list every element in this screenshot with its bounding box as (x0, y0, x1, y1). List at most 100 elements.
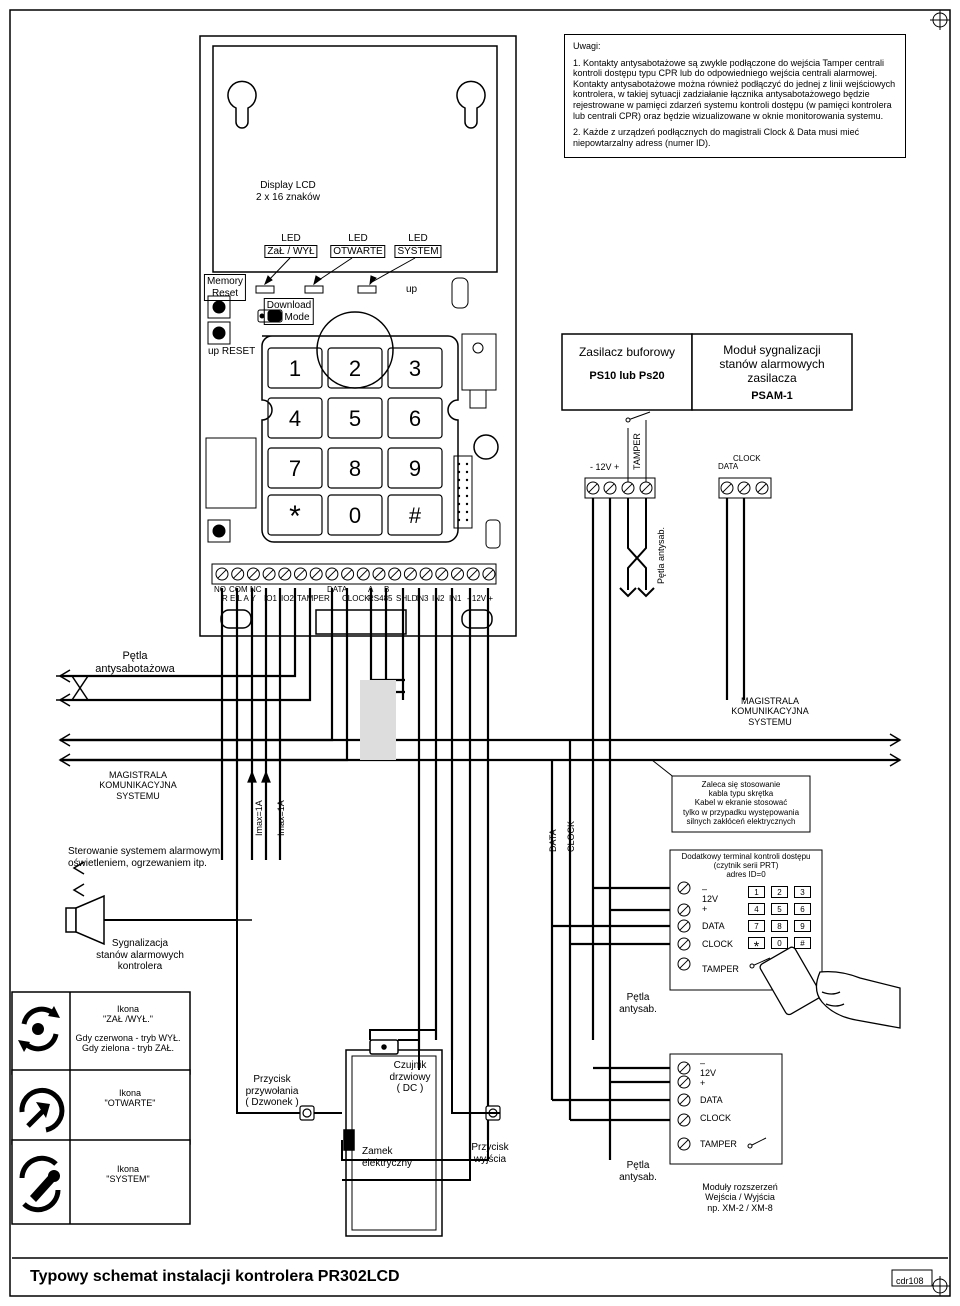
siren-symbol (65, 894, 252, 946)
psu-model: PS10 lub Ps20 (589, 370, 665, 382)
memory-reset-buttons (205, 295, 257, 543)
imax-label-1: Imax=1A (254, 800, 264, 836)
prt-plus: + (702, 904, 708, 914)
term-in1: IN1 (449, 594, 462, 603)
prt-clock: CLOCK (702, 939, 734, 949)
imax-label-2: Imax=1A (276, 800, 286, 836)
term-in3: IN3 (416, 594, 429, 603)
prt-key-3: 3 (794, 886, 811, 898)
prt-key-8: 8 (771, 920, 788, 932)
term-in2: IN2 (432, 594, 445, 603)
keypad-outline (261, 335, 459, 543)
diagram-title: Typowy schemat instalacji kontrolera PR3… (30, 1268, 400, 1285)
clock-vertical-label: CLOCK (566, 820, 576, 852)
prt-key-5: 5 (771, 903, 788, 915)
term-b: B (384, 585, 390, 594)
xm-plus: + (700, 1078, 706, 1088)
key-7: 7 (288, 456, 302, 481)
psu-voltage: - 12V + (590, 462, 620, 472)
hand-card-illustration (759, 946, 901, 1029)
up-components (451, 277, 501, 549)
xm-tamper: TAMPER (700, 1139, 737, 1149)
term-data: DATA (327, 585, 348, 594)
prt-data: DATA (702, 921, 725, 931)
xm-data: DATA (700, 1095, 723, 1105)
xm-12v: 12V (700, 1068, 717, 1078)
prt-key-star: * (748, 937, 765, 954)
page-frame (9, 9, 951, 1297)
loop-arrows (56, 669, 902, 767)
key-9: 9 (408, 456, 422, 481)
prt-terminal-title: Dodatkowy terminal kontroli dostępu(czyt… (681, 852, 811, 880)
controller-terminal-strip (211, 563, 497, 585)
notes-heading: Uwagi: (573, 41, 601, 51)
term-nc: NC (250, 585, 262, 594)
psam-clock: CLOCK (733, 454, 761, 463)
imax-arrows (247, 770, 271, 783)
prt-minus: – (702, 884, 708, 894)
up-label: up (406, 284, 418, 295)
psam-data: DATA (718, 462, 739, 471)
xm-clock: CLOCK (700, 1113, 732, 1123)
door-symbol (343, 1039, 443, 1237)
notes-paragraph-2: 2. Każde z urządzeń podłącznych do magis… (573, 127, 860, 148)
key-0: 0 (348, 503, 362, 528)
icon-zal-wyl-label: Ikona"ZAŁ /WYŁ."Gdy czerwona - tryb WYŁ.… (75, 1004, 181, 1054)
key-hash: # (408, 503, 422, 528)
term-shld: SHLD (396, 594, 418, 603)
key-star: * (289, 500, 301, 533)
prt-terminal-screws (677, 881, 691, 971)
term-com: COM (229, 585, 248, 594)
key-4: 4 (288, 406, 302, 431)
prt-key-hash: # (794, 937, 811, 949)
prt-key-2: 2 (771, 886, 788, 898)
icon-otwarte-label: Ikona"OTWARTE" (104, 1088, 156, 1109)
prt-key-4: 4 (748, 903, 765, 915)
term-a: A (368, 585, 374, 594)
psu-tamper-loop (619, 498, 655, 598)
term-12v: - 12V + (467, 594, 494, 603)
term-tamper: TAMPER (297, 594, 330, 603)
term-clock: CLOCK (342, 594, 370, 603)
icon-otwarte (19, 1087, 65, 1133)
cable-shield (360, 680, 396, 760)
cable-note-box (671, 775, 811, 833)
prt-key-0: 0 (771, 937, 788, 949)
key-5: 5 (348, 406, 362, 431)
notes-paragraph-1: 1. Kontakty antysabotażowe są zwykle pod… (573, 57, 896, 121)
xm-minus: – (700, 1058, 706, 1068)
term-relay: R E L A Y (222, 594, 256, 603)
key-6: 6 (408, 406, 422, 431)
crop-marks (930, 10, 950, 1296)
prt-tamper: TAMPER (702, 964, 739, 974)
prt-tamper-switch (749, 957, 771, 969)
psam-box (691, 333, 853, 411)
prt-key-6: 6 (794, 903, 811, 915)
door-wiring (236, 910, 500, 1181)
data-vertical-label: DATA (548, 829, 558, 852)
sterowanie-label: Sterowanie systemem alarmowym,oświetleni… (68, 846, 224, 869)
term-rs485: RS485 (368, 594, 393, 603)
icon-system-label: Ikona"SYSTEM" (106, 1164, 150, 1185)
key-3: 3 (408, 356, 422, 381)
term-no: NO (214, 585, 226, 594)
